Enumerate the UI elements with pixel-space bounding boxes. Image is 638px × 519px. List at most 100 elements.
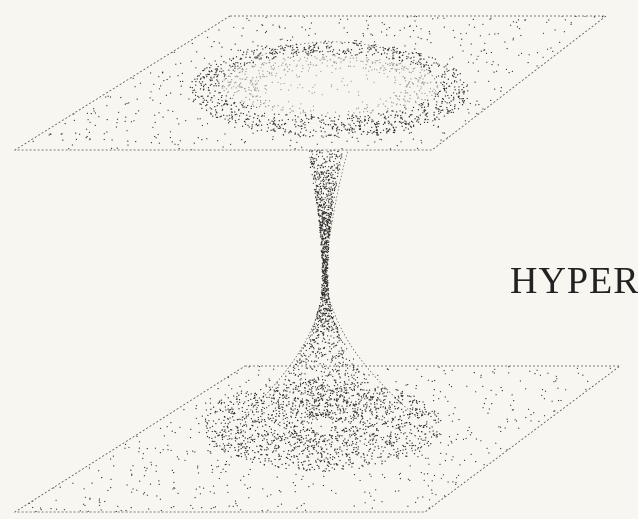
stipple-dot: [370, 496, 371, 497]
stipple-dot: [351, 49, 352, 50]
stipple-dot: [389, 122, 390, 123]
stipple-dot: [553, 381, 554, 382]
stipple-dot: [371, 413, 372, 414]
stipple-dot: [375, 50, 376, 51]
stipple-dot: [539, 457, 540, 458]
stipple-dot: [446, 88, 447, 89]
stipple-dot: [131, 474, 132, 475]
stipple-dot: [354, 40, 355, 41]
stipple-dot: [93, 108, 94, 109]
stipple-dot: [323, 203, 324, 204]
stipple-dot: [506, 148, 507, 149]
stipple-dot: [333, 183, 334, 184]
stipple-dot: [384, 388, 385, 389]
stipple-dot: [183, 409, 184, 410]
stipple-dot: [238, 446, 239, 447]
stipple-dot: [357, 138, 358, 139]
stipple-dot: [438, 113, 439, 114]
stipple-dot: [327, 267, 328, 268]
stipple-dot: [348, 440, 349, 441]
stipple-dot: [354, 410, 355, 411]
stipple-dot: [388, 116, 389, 117]
stipple-dot: [232, 66, 233, 67]
stipple-dot: [107, 393, 108, 394]
stipple-dot: [467, 109, 468, 110]
stipple-dot: [598, 59, 599, 60]
stipple-dot: [279, 27, 280, 28]
stipple-dot: [50, 133, 51, 134]
stipple-dot: [190, 87, 191, 88]
stipple-dot: [355, 372, 356, 373]
stipple-dot: [239, 437, 240, 438]
stipple-dot: [135, 113, 136, 114]
stipple-dot: [203, 98, 204, 99]
stipple-dot: [274, 49, 275, 50]
stipple-dot: [420, 115, 421, 116]
stipple-dot: [339, 362, 340, 363]
stipple-dot: [168, 378, 169, 379]
stipple-dot: [201, 507, 202, 508]
stipple-dot: [210, 85, 211, 86]
stipple-dot: [462, 100, 463, 101]
stipple-dot: [120, 22, 121, 23]
stipple-dot: [223, 18, 224, 19]
stipple-dot: [392, 58, 393, 59]
stipple-dot: [560, 87, 561, 88]
stipple-dot: [295, 446, 296, 447]
stipple-dot: [305, 412, 306, 413]
stipple-dot: [366, 406, 367, 407]
stipple-dot: [305, 362, 306, 363]
stipple-dot: [336, 389, 337, 390]
stipple-dot: [178, 493, 179, 494]
stipple-dot: [288, 371, 289, 372]
stipple-dot: [401, 141, 402, 142]
stipple-dot: [373, 393, 374, 394]
stipple-dot: [125, 444, 126, 445]
stipple-dot: [132, 488, 133, 489]
stipple-dot: [320, 188, 321, 189]
stipple-dot: [330, 212, 331, 213]
stipple-dot: [206, 76, 207, 77]
stipple-dot: [305, 355, 306, 356]
stipple-dot: [327, 250, 328, 251]
stipple-dot: [322, 300, 323, 301]
stipple-dot: [409, 122, 410, 123]
stipple-dot: [326, 171, 327, 172]
stipple-dot: [202, 368, 203, 369]
stipple-dot: [573, 46, 574, 47]
stipple-dot: [314, 324, 315, 325]
stipple-dot: [325, 188, 326, 189]
stipple-dot: [584, 56, 585, 57]
stipple-dot: [347, 364, 348, 365]
stipple-dot: [613, 45, 614, 46]
stipple-dot: [267, 496, 268, 497]
stipple-dot: [89, 95, 90, 96]
stipple-dot: [83, 45, 84, 46]
stipple-dot: [234, 447, 235, 448]
stipple-dot: [316, 444, 317, 445]
stipple-dot: [331, 316, 332, 317]
stipple-dot: [328, 193, 329, 194]
stipple-dot: [447, 401, 448, 402]
stipple-dot: [266, 17, 267, 18]
stipple-dot: [218, 99, 219, 100]
stipple-dot: [297, 438, 298, 439]
stipple-dot: [418, 37, 419, 38]
stipple-dot: [329, 397, 330, 398]
stipple-dot: [349, 118, 350, 119]
stipple-dot: [589, 493, 590, 494]
stipple-dot: [302, 476, 303, 477]
stipple-dot: [32, 507, 33, 508]
stipple-dot: [341, 405, 342, 406]
stipple-dot: [390, 148, 391, 149]
stipple-dot: [323, 207, 324, 208]
stipple-dot: [336, 345, 337, 346]
stipple-dot: [312, 330, 313, 331]
stipple-dot: [354, 418, 355, 419]
stipple-dot: [116, 20, 117, 21]
stipple-dot: [309, 389, 310, 390]
stipple-dot: [557, 473, 558, 474]
stipple-dot: [449, 58, 450, 59]
stipple-dot: [306, 118, 307, 119]
stipple-dot: [259, 366, 260, 367]
